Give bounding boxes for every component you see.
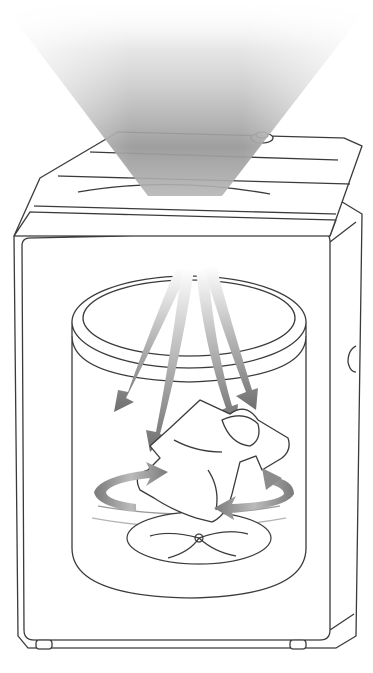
- foot-left: [36, 640, 52, 649]
- pulsator: [127, 512, 271, 564]
- foot-right: [290, 640, 306, 649]
